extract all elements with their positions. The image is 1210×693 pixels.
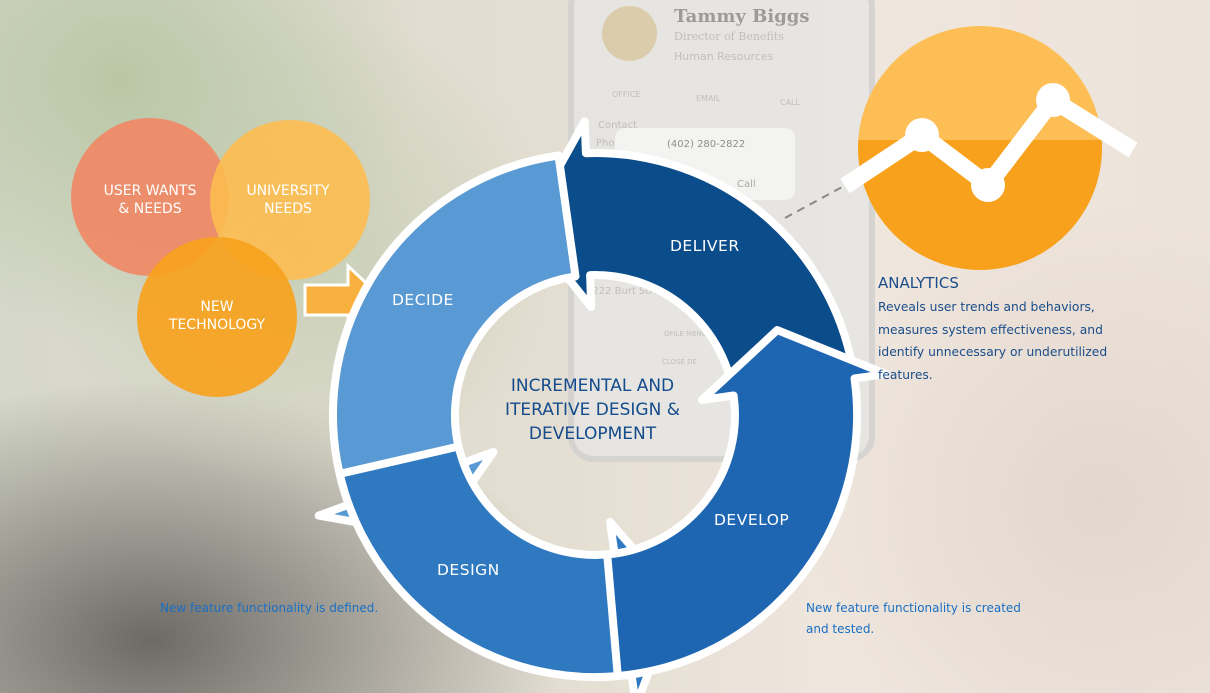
- stage-design: DESIGN: [437, 561, 500, 579]
- phone-phone-label: Pho: [596, 138, 615, 149]
- trend-point: [1036, 83, 1070, 117]
- popup-call: Call: [737, 179, 756, 190]
- phone-action-call: CALL: [780, 98, 800, 107]
- phone-menu: OFILE MENU: [664, 330, 707, 338]
- phone-close: CLOSE DE: [662, 358, 697, 366]
- phone-contact-label: Contact: [598, 120, 637, 131]
- cycle-title: INCREMENTAL AND ITERATIVE DESIGN & DEVEL…: [505, 376, 680, 444]
- develop-note: New feature functionality is created and…: [806, 601, 1021, 636]
- analytics-circle: [858, 26, 1102, 270]
- user-wants-label: USER WANTS & NEEDS: [103, 183, 197, 217]
- university-needs-circle: [210, 120, 370, 280]
- stage-develop: DEVELOP: [714, 511, 790, 529]
- phone-address: 2222 Burt Street: [586, 286, 670, 297]
- new-technology-label: NEW TECHNOLOGY: [168, 299, 266, 333]
- popup-number: (402) 280-2822: [667, 139, 746, 150]
- phone-action-email: EMAIL: [696, 94, 721, 103]
- user-wants-circle: [71, 118, 229, 276]
- phone-contact-role: Director of Benefits: [674, 30, 784, 43]
- phone-contact-name: Tammy Biggs: [674, 6, 810, 27]
- phone-action-office: OFFICE: [612, 90, 641, 99]
- contact-avatar: [602, 6, 657, 61]
- university-needs-label: UNIVERSITY NEEDS: [246, 183, 330, 217]
- new-technology-circle: [137, 237, 297, 397]
- analytics-description: Reveals user trends and behaviors, measu…: [878, 300, 1108, 382]
- trend-point: [905, 118, 939, 152]
- analytics-dashed-line: [784, 179, 856, 219]
- phone-contact-dept: Human Resources: [674, 50, 774, 63]
- stage-deliver: DELIVER: [670, 237, 740, 255]
- design-note: New feature functionality is defined.: [160, 601, 379, 615]
- stage-decide: DECIDE: [392, 291, 454, 309]
- analytics-title: ANALYTICS: [878, 274, 959, 292]
- trend-point: [971, 168, 1005, 202]
- develop-arrow: [603, 326, 891, 680]
